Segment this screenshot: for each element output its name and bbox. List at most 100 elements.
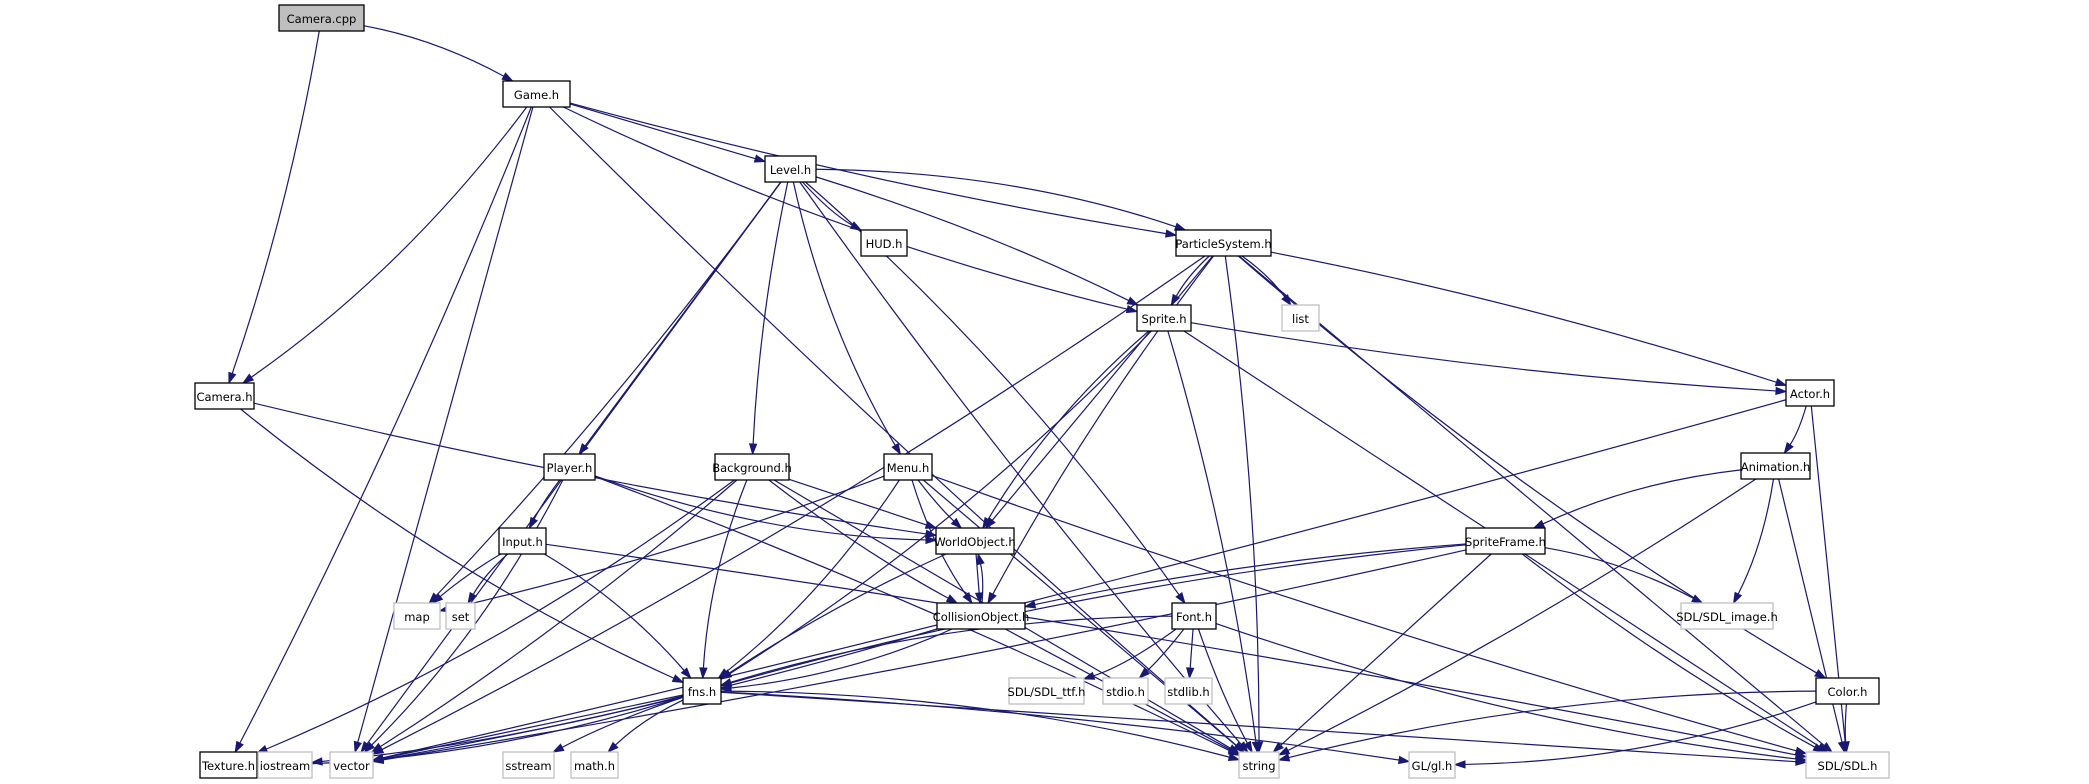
node-box: [883, 453, 933, 481]
node-player-h[interactable]: Player.h: [543, 453, 596, 481]
arrowhead-color_h-to-gl_h: [1453, 760, 1466, 769]
node-box: [1175, 229, 1272, 257]
node-box: [257, 751, 313, 779]
arrowhead-input_h-to-set: [467, 591, 478, 605]
node-label: GL/gl.h: [1412, 759, 1453, 773]
edge-game_h-to-string: [549, 106, 1237, 746]
node-set: set: [445, 602, 476, 630]
edge-particlesystem_h-to-actor_h: [1270, 251, 1777, 383]
arrowhead-spriteframe_h-to-string: [1272, 741, 1284, 754]
node-color-h[interactable]: Color.h: [1815, 677, 1880, 705]
arrowhead-font_h-to-stdio_h: [1138, 667, 1150, 680]
edge-sprite_h-to-worldobject_h: [987, 330, 1150, 520]
node-camera-cpp[interactable]: Camera.cpp: [278, 4, 365, 32]
node-animation-h[interactable]: Animation.h: [1740, 452, 1811, 480]
node-label: HUD.h: [866, 237, 903, 251]
node-sdl-image-h: SDL/SDL_image.h: [1676, 602, 1778, 630]
edge-fns_h-to-vector: [382, 694, 684, 759]
node-box: [1680, 602, 1774, 630]
node-label: Font.h: [1176, 610, 1212, 624]
node-box: [502, 751, 555, 779]
node-game-h[interactable]: Game.h: [502, 80, 571, 108]
arrowhead-particlesystem_h-to-color_h: [1814, 669, 1827, 679]
node-sprite-h[interactable]: Sprite.h: [1136, 304, 1192, 332]
node-box: [1465, 527, 1546, 555]
node-box: [1408, 751, 1456, 779]
arrowhead-level_h-to-background_h: [748, 443, 758, 456]
node-fns-h[interactable]: fns.h: [682, 677, 722, 705]
edge-font_h-to-string: [1197, 628, 1248, 744]
node-background-h[interactable]: Background.h: [712, 453, 792, 481]
arrowhead-sprite_h-to-string: [1251, 741, 1261, 754]
node-box: [1164, 677, 1213, 705]
node-spriteframe-h[interactable]: SpriteFrame.h: [1465, 527, 1546, 555]
arrowhead-worldobject_h-to-collisionobject_h: [974, 592, 984, 605]
node-box: [570, 751, 619, 779]
edge-collisionobject_h-to-fns_h: [730, 628, 953, 689]
node-menu-h[interactable]: Menu.h: [883, 453, 933, 481]
edge-level_h-to-hud_h: [801, 181, 853, 226]
node-texture-h[interactable]: Texture.h: [199, 751, 258, 779]
edge-player_h-to-string: [594, 476, 1231, 752]
node-label: sstream: [505, 759, 551, 773]
node-hud-h[interactable]: HUD.h: [860, 229, 908, 257]
node-collisionobject-h[interactable]: CollisionObject.h: [933, 602, 1030, 630]
node-sstream: sstream: [502, 751, 555, 779]
edge-particlesystem_h-to-worldobject_h: [991, 255, 1214, 521]
arrowhead-input_h-to-fns_h: [680, 667, 692, 680]
edge-fns_h-to-sstream: [561, 696, 684, 748]
arrowhead-level_h-to-player_h: [578, 443, 589, 456]
edge-color_h-to-string: [1288, 690, 1817, 759]
node-input-h[interactable]: Input.h: [498, 527, 547, 555]
arrowhead-font_h-to-string: [1243, 740, 1253, 754]
edge-game_h-to-camera_h: [250, 106, 528, 378]
node-label: SpriteFrame.h: [1465, 535, 1546, 549]
edge-spriteframe_h-to-sdl_image_h: [1544, 547, 1694, 599]
node-box: [502, 80, 571, 108]
edge-player_h-to-input_h: [533, 479, 561, 520]
node-label: map: [404, 610, 430, 624]
arrowhead-level_h-to-particlesystem_h: [1173, 222, 1187, 231]
node-level-h[interactable]: Level.h: [764, 155, 817, 183]
node-font-h[interactable]: Font.h: [1171, 602, 1217, 630]
node-actor-h[interactable]: Actor.h: [1785, 379, 1835, 407]
node-gl-h: GL/gl.h: [1408, 751, 1456, 779]
node-box: [498, 527, 547, 555]
node-camera-h[interactable]: Camera.h: [194, 382, 255, 410]
node-worldobject-h[interactable]: WorldObject.h: [934, 527, 1016, 555]
edge-level_h-to-sprite_h: [815, 176, 1130, 302]
edge-worldobject_h-to-fns_h: [729, 553, 947, 674]
arrowhead-font_h-to-stdlib_h: [1186, 667, 1195, 680]
node-box: [1815, 677, 1880, 705]
node-label: Camera.cpp: [287, 12, 357, 26]
edge-color_h-to-gl_h: [1464, 701, 1817, 766]
node-particlesystem-h[interactable]: ParticleSystem.h: [1175, 229, 1272, 257]
node-label: vector: [333, 759, 370, 773]
node-box: [1008, 677, 1085, 705]
edge-particlesystem_h-to-collisionobject_h: [992, 255, 1214, 595]
arrowhead-game_h-to-particlesystem_h: [1164, 229, 1178, 238]
arrowhead-background_h-to-vector: [370, 742, 383, 753]
edge-worldobject_h-to-collisionobject_h: [975, 553, 980, 594]
arrowhead-camera_h-to-fns_h: [671, 674, 685, 684]
arrowhead-worldobject_h-to-fns_h: [719, 669, 733, 680]
arrowhead-menu_h-to-string: [1232, 741, 1245, 753]
edge-menu_h-to-fns_h: [725, 479, 900, 673]
arrowhead-fns_h-to-math_h: [607, 741, 619, 754]
arrowhead-spriteframe_h-to-sdl_image_h: [1691, 594, 1704, 604]
edge-fns_h-to-sdl_h: [720, 691, 1797, 763]
node-label: Animation.h: [1741, 460, 1811, 474]
edge-background_h-to-worldobject_h: [788, 478, 927, 526]
edge-input_h-to-fns_h: [544, 553, 685, 671]
edge-fns_h-to-gl_h: [720, 691, 1400, 761]
node-label: fns.h: [688, 685, 716, 699]
edge-spriteframe_h-to-string: [1280, 553, 1492, 746]
edge-menu_h-to-map: [449, 475, 885, 610]
arrowhead-sprite_h-to-actor_h: [1775, 386, 1788, 396]
arrowhead-fns_h-to-iostream: [310, 757, 323, 766]
node-box: [860, 229, 908, 257]
edge-font_h-to-sdl_h: [1215, 622, 1797, 760]
node-box: [278, 4, 365, 32]
node-sdl-h: SDL/SDL.h: [1805, 751, 1890, 779]
node-label: Game.h: [514, 88, 559, 102]
